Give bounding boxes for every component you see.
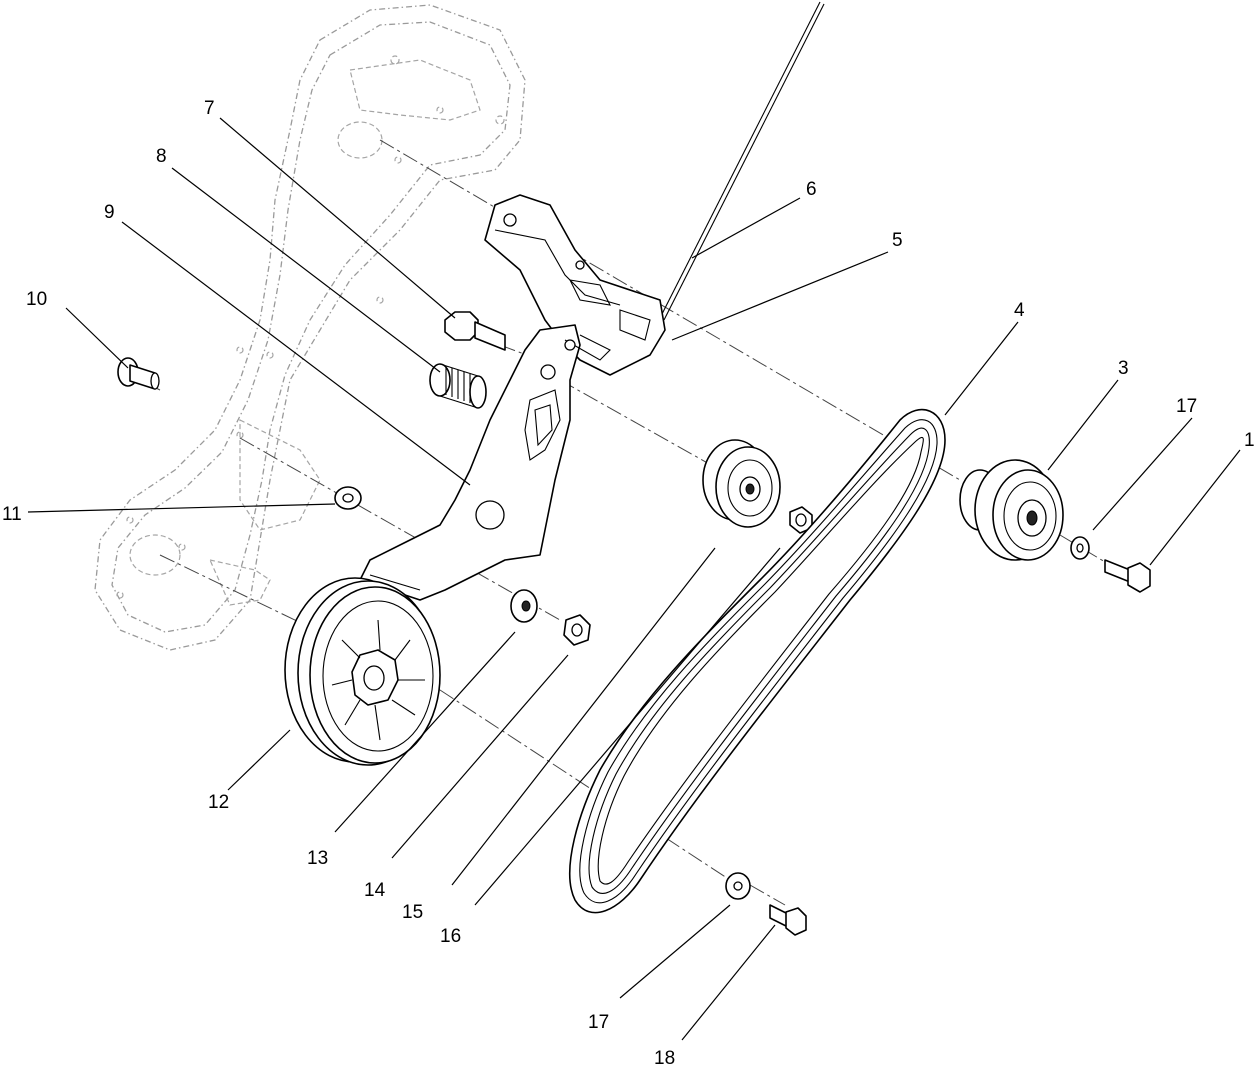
washer-13 (510, 589, 538, 623)
callout-16: 16 (440, 926, 461, 947)
callout-7: 7 (204, 98, 215, 119)
callout-6: 6 (806, 179, 817, 200)
idler-arm (359, 324, 611, 601)
leader-lines (27, 117, 1241, 1041)
bolt-1 (1104, 559, 1151, 593)
callout-17-upper: 17 (1176, 396, 1197, 417)
callout-8: 8 (156, 146, 167, 167)
callout-10: 10 (26, 289, 47, 310)
v-belt-4 (568, 408, 946, 914)
bolt-7 (444, 311, 506, 351)
callout-1: 1 (1244, 430, 1255, 451)
washer-17-upper (1070, 536, 1090, 560)
callout-13: 13 (307, 848, 328, 869)
callout-17-lower: 17 (588, 1012, 609, 1033)
callout-18: 18 (654, 1048, 675, 1069)
callout-4: 4 (1014, 300, 1025, 321)
washer-11 (334, 486, 362, 510)
idler-pulley-15 (702, 439, 781, 528)
callout-5: 5 (892, 230, 903, 251)
large-pulley-12 (284, 577, 441, 766)
control-cable (659, 1, 825, 321)
callout-15: 15 (402, 902, 423, 923)
nut-16 (789, 506, 813, 534)
callout-labels: 1 3 4 5 6 7 8 9 10 11 12 13 14 15 16 17 … (2, 98, 1255, 1069)
washer-17-lower (725, 872, 751, 900)
callout-14: 14 (364, 880, 386, 901)
cable-bracket (484, 194, 666, 376)
spring-8 (429, 363, 487, 409)
drive-pulley-3 (959, 459, 1064, 561)
callout-9: 9 (104, 202, 115, 223)
callout-11: 11 (2, 504, 22, 525)
shoulder-bolt-10 (117, 357, 160, 390)
housing-phantom (94, 4, 526, 651)
callout-12: 12 (208, 792, 229, 813)
callout-3: 3 (1118, 358, 1129, 379)
nut-14 (563, 614, 591, 646)
bolt-18 (769, 904, 807, 936)
